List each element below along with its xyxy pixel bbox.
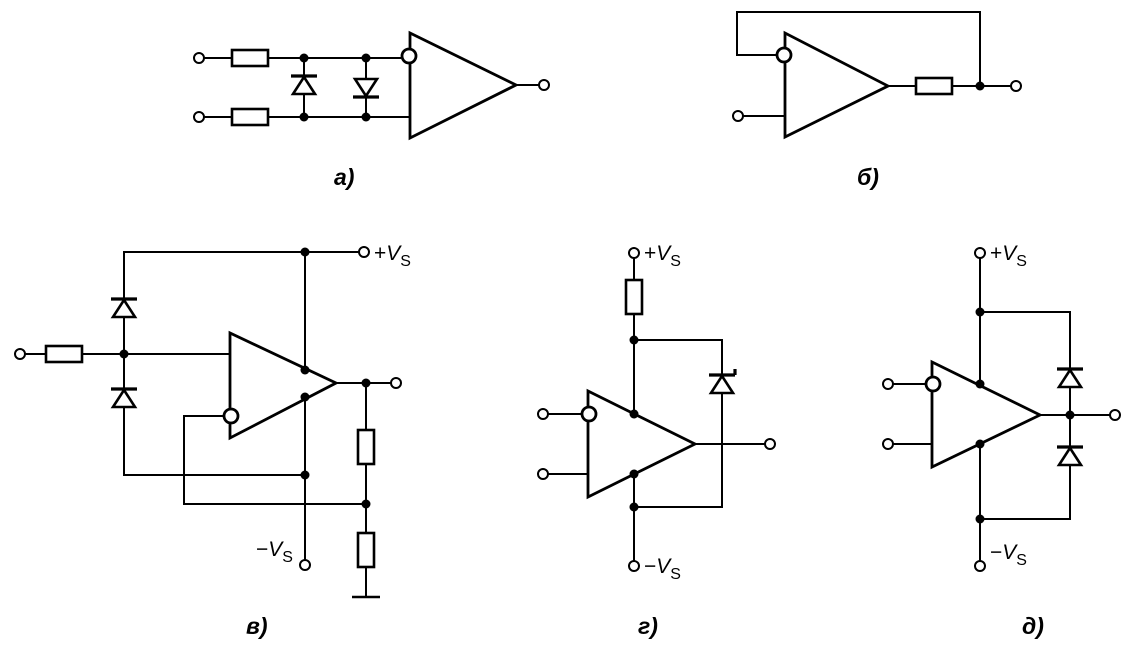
op-amp-icon (783, 30, 892, 140)
pos-supply-label: +VS (990, 242, 1027, 270)
pos-supply-label: +VS (374, 242, 411, 270)
resistor (44, 344, 84, 364)
neg-supply-label: −VS (256, 538, 293, 566)
inverting-input-bubble (222, 407, 240, 425)
terminal (882, 438, 894, 450)
terminal (390, 377, 402, 389)
terminal (14, 348, 26, 360)
inverting-input-bubble (400, 47, 418, 65)
caption-g: г) (638, 613, 658, 639)
terminal (732, 110, 744, 122)
terminal (764, 438, 776, 450)
panel-v-supply-clamp: +VS −VS в) (14, 242, 411, 639)
op-amp-icon (408, 30, 520, 141)
diode-icon (1055, 445, 1085, 467)
terminal (1109, 409, 1121, 421)
resistor (624, 278, 644, 316)
caption-v: в) (246, 613, 268, 639)
diode-icon (351, 77, 381, 99)
diode-icon (109, 387, 139, 409)
resistor (356, 428, 376, 466)
inverting-input-bubble (580, 405, 598, 423)
terminal (538, 79, 550, 91)
neg-supply-label: −VS (990, 541, 1027, 569)
op-amp-icon (228, 330, 340, 441)
diode-icon (289, 74, 319, 96)
terminal (193, 52, 205, 64)
panel-d-output-clamp: +VS −VS д) (882, 242, 1121, 639)
terminal (628, 247, 640, 259)
caption-a: а) (334, 164, 354, 190)
panel-b-output-resistor: б) (732, 11, 1022, 190)
inverting-input-bubble (775, 46, 793, 64)
panel-g-zener-supply: +VS −VS г) (537, 242, 776, 639)
caption-d: д) (1022, 613, 1044, 639)
terminal (537, 468, 549, 480)
terminal (1010, 80, 1022, 92)
pos-supply-label: +VS (644, 242, 681, 270)
resistor (356, 531, 376, 569)
op-amp-icon (586, 388, 699, 500)
resistor (230, 107, 270, 127)
terminal (537, 408, 549, 420)
zener-diode-icon (708, 369, 737, 395)
caption-b: б) (857, 164, 879, 190)
op-amp-icon (930, 359, 1044, 470)
terminal (358, 246, 370, 258)
terminal (299, 559, 311, 571)
neg-supply-label: −VS (644, 555, 681, 583)
resistor (230, 48, 270, 68)
terminal (974, 560, 986, 572)
diode-icon (1055, 367, 1085, 389)
terminal (628, 560, 640, 572)
panel-a-input-protection: а) (193, 30, 550, 190)
terminal (974, 247, 986, 259)
inverting-input-bubble (924, 375, 942, 393)
diode-icon (109, 297, 139, 319)
resistor (914, 76, 954, 96)
terminal (193, 111, 205, 123)
terminal (882, 378, 894, 390)
